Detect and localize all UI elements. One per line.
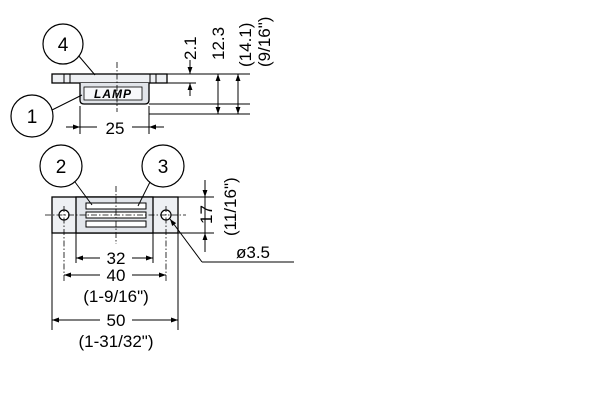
lamp-logo: LAMP [94,87,132,101]
dim-width-50: 50 [107,311,126,330]
callout-3: 3 [137,144,185,207]
dim-plate-thickness: 2.1 [181,36,200,60]
dim-width-50-inch: (1-31/32") [78,332,153,351]
callout-4: 4 [42,23,96,76]
top-view: 17 (11/16") ø3.5 32 40 (1-9/16") 50 (1-3… [45,177,294,351]
dim-height: 12.3 [209,27,228,60]
dim-body-height-inch: (11/16") [221,177,240,236]
dim-body-height: 17 [197,205,216,224]
dim-height-inch-fraction: (9/16") [255,17,274,67]
svg-text:1: 1 [27,107,38,128]
dim-hole-diameter: ø3.5 [236,243,270,262]
svg-text:4: 4 [58,35,69,56]
dim-width-40-inch: (1-9/16") [83,287,149,306]
dim-base-width: 25 [106,119,125,138]
callout-2: 2 [39,144,93,206]
dim-height-inch: (14.1) [236,23,255,67]
logo-plate [83,86,143,101]
svg-text:2: 2 [56,157,67,178]
callout-1: 1 [10,94,83,138]
svg-text:3: 3 [158,157,169,178]
dim-width-32: 32 [107,249,126,268]
side-view: LAMP 25 2.1 12.3 (14.1) (9/16") [51,17,274,138]
dim-width-40: 40 [107,266,126,285]
